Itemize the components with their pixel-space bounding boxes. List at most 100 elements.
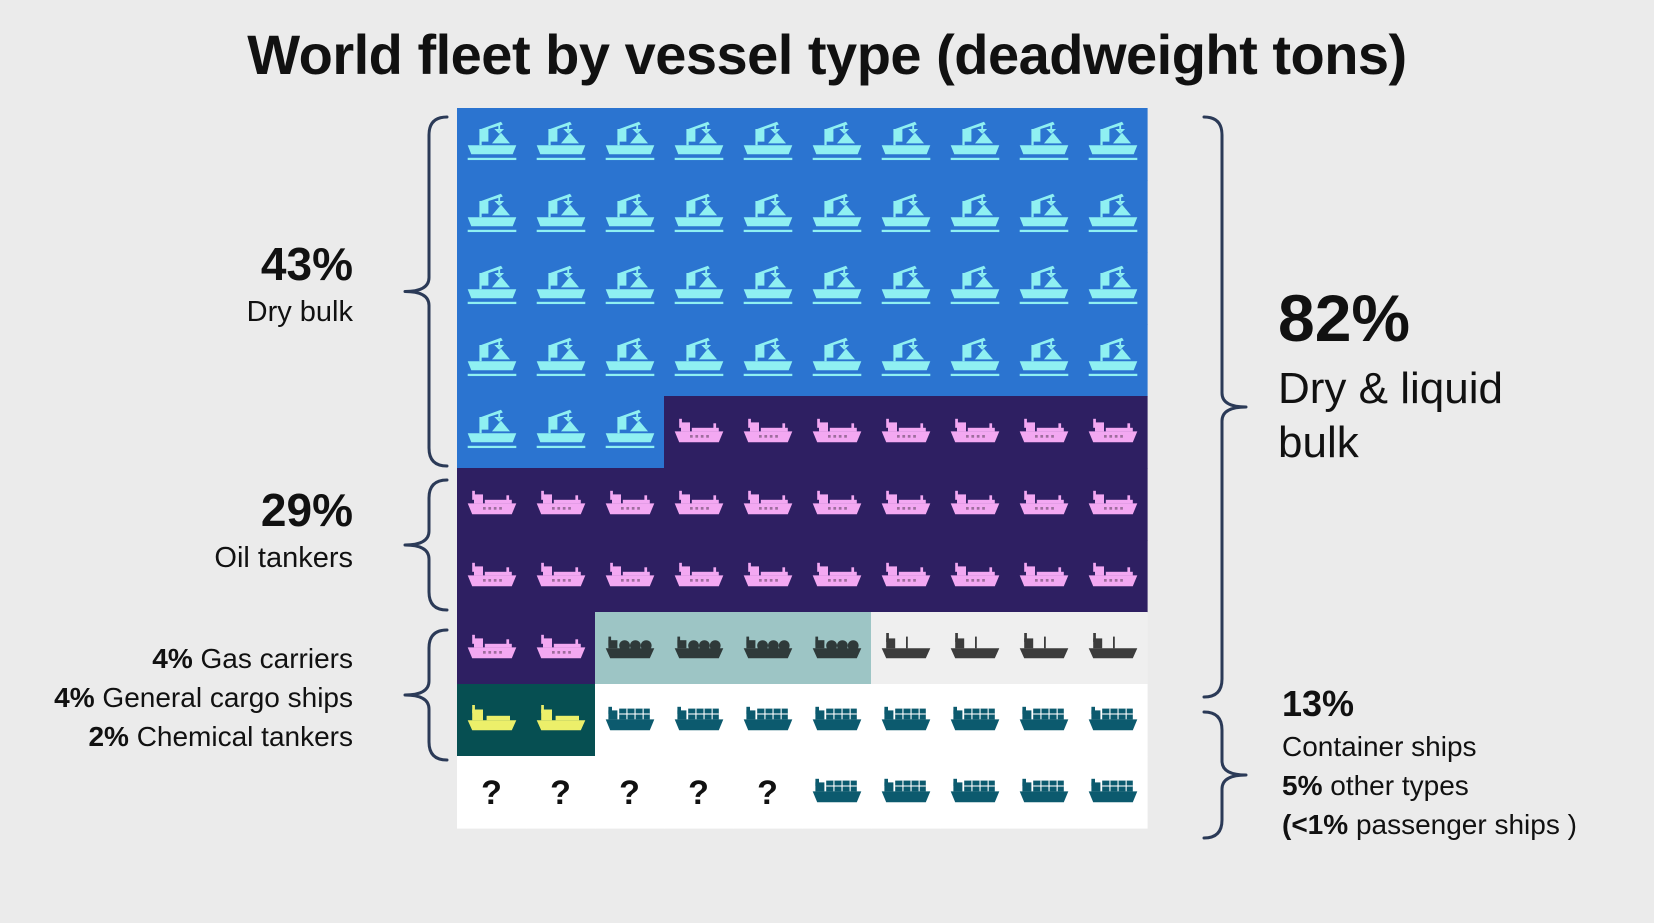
waffle-cell-container-ships <box>664 684 734 757</box>
waffle-cell-dry-bulk <box>1009 324 1079 397</box>
waffle-cell-container-ships <box>1009 756 1079 829</box>
label-other-name: other types <box>1330 770 1469 801</box>
waffle-cell-dry-bulk <box>664 108 734 181</box>
waffle-cell-dry-bulk <box>526 108 596 181</box>
label-bulk-total-name-1: Dry & liquid <box>1278 364 1503 413</box>
waffle-cell-container-ships <box>595 684 665 757</box>
bracket-dry-liquid-bulk <box>1202 115 1248 699</box>
question-mark-icon: ? <box>757 774 778 812</box>
label-gas-name: Gas carriers <box>200 643 353 674</box>
waffle-cell-dry-bulk <box>526 252 596 325</box>
waffle-cell-chemical-tankers <box>526 684 596 757</box>
waffle-cell-oil-tankers <box>940 468 1010 541</box>
waffle-cell-oil-tankers <box>526 468 596 541</box>
waffle-cell-dry-bulk <box>595 324 665 397</box>
waffle-cell-dry-bulk <box>1078 108 1148 181</box>
waffle-cell-dry-bulk <box>664 324 734 397</box>
waffle-cell-dry-bulk <box>940 108 1010 181</box>
waffle-cell-general-cargo-ships <box>1009 612 1079 685</box>
waffle-cell-dry-bulk <box>526 396 596 469</box>
bracket-container-other <box>1202 710 1248 840</box>
waffle-cell-gas-carriers <box>802 612 872 685</box>
waffle-cell-oil-tankers <box>526 612 596 685</box>
waffle-cell-oil-tankers <box>595 540 665 613</box>
waffle-cell-other-types: ? <box>733 756 803 829</box>
waffle-cell-dry-bulk <box>1078 324 1148 397</box>
waffle-cell-dry-bulk <box>733 180 803 253</box>
waffle-cell-dry-bulk <box>595 396 665 469</box>
question-mark-icon: ? <box>550 774 571 812</box>
waffle-cell-container-ships <box>733 684 803 757</box>
waffle-cell-dry-bulk <box>457 324 527 397</box>
label-container-percent: 13% <box>1282 683 1355 724</box>
waffle-cell-general-cargo-ships <box>871 612 941 685</box>
waffle-cell-general-cargo-ships <box>940 612 1010 685</box>
label-oil-percent: 29% <box>260 484 353 536</box>
waffle-cell-dry-bulk <box>733 108 803 181</box>
waffle-cell-container-ships <box>1078 756 1148 829</box>
label-dry-bulk-name: Dry bulk <box>246 296 353 328</box>
label-bulk-total-name-2: bulk <box>1278 418 1359 467</box>
chart-title: World fleet by vessel type (deadweight t… <box>247 23 1407 86</box>
waffle-cell-dry-bulk <box>1078 252 1148 325</box>
waffle-cell-oil-tankers <box>733 468 803 541</box>
waffle-cell-chemical-tankers <box>457 684 527 757</box>
waffle-cell-oil-tankers <box>526 540 596 613</box>
label-other-percent: 5% <box>1282 770 1323 801</box>
question-mark-icon: ? <box>619 774 640 812</box>
waffle-cell-dry-bulk <box>733 324 803 397</box>
waffle-cell-dry-bulk <box>871 180 941 253</box>
waffle-cell-oil-tankers <box>1009 396 1079 469</box>
waffle-cell-oil-tankers <box>733 540 803 613</box>
waffle-cell-other-types: ? <box>457 756 527 829</box>
bracket-oil-tankers <box>403 478 449 612</box>
waffle-cell-oil-tankers <box>1078 540 1148 613</box>
waffle-cell-dry-bulk <box>802 108 872 181</box>
label-chem-name: Chemical tankers <box>136 721 353 752</box>
waffle-cell-oil-tankers <box>940 540 1010 613</box>
waffle-cell-dry-bulk <box>664 252 734 325</box>
label-passenger: (<1% passenger ships ) <box>1282 805 1577 844</box>
label-passenger-percent: (<1% <box>1282 809 1349 840</box>
label-gas-percent: 4% <box>152 643 193 674</box>
waffle-cell-dry-bulk <box>871 324 941 397</box>
waffle-cell-dry-bulk <box>940 180 1010 253</box>
waffle-cell-dry-bulk <box>940 252 1010 325</box>
waffle-cell-dry-bulk <box>733 252 803 325</box>
waffle-cell-oil-tankers <box>1009 468 1079 541</box>
waffle-cell-dry-bulk <box>1009 252 1079 325</box>
waffle-cell-dry-bulk <box>664 180 734 253</box>
waffle-cell-oil-tankers <box>802 396 872 469</box>
waffle-cell-dry-bulk <box>595 108 665 181</box>
waffle-cell-dry-bulk <box>802 252 872 325</box>
waffle-cell-oil-tankers <box>1009 540 1079 613</box>
waffle-cell-gas-carriers <box>664 612 734 685</box>
waffle-cell-oil-tankers <box>1078 468 1148 541</box>
label-oil-name: Oil tankers <box>214 542 353 574</box>
waffle-cell-dry-bulk <box>871 108 941 181</box>
waffle-cell-dry-bulk <box>802 324 872 397</box>
label-general-name: General cargo ships <box>102 682 353 713</box>
waffle-cell-container-ships <box>940 684 1010 757</box>
waffle-cell-oil-tankers <box>457 540 527 613</box>
waffle-cell-dry-bulk <box>457 108 527 181</box>
waffle-cell-dry-bulk <box>457 252 527 325</box>
waffle-cell-oil-tankers <box>871 540 941 613</box>
question-mark-icon: ? <box>481 774 502 812</box>
bracket-gas-general-chem <box>403 628 449 762</box>
label-general-percent: 4% <box>54 682 95 713</box>
waffle-cell-dry-bulk <box>457 396 527 469</box>
waffle-cell-dry-bulk <box>871 252 941 325</box>
label-gas: 4% Gas carriers <box>152 639 353 678</box>
waffle-cell-oil-tankers <box>457 612 527 685</box>
bracket-dry-bulk <box>403 115 449 468</box>
waffle-cell-dry-bulk <box>1009 108 1079 181</box>
waffle-cell-oil-tankers <box>664 468 734 541</box>
question-mark-icon: ? <box>688 774 709 812</box>
waffle-cell-dry-bulk <box>457 180 527 253</box>
waffle-cell-container-ships <box>940 756 1010 829</box>
waffle-cell-dry-bulk <box>526 180 596 253</box>
waffle-cell-dry-bulk <box>526 324 596 397</box>
waffle-cell-oil-tankers <box>733 396 803 469</box>
